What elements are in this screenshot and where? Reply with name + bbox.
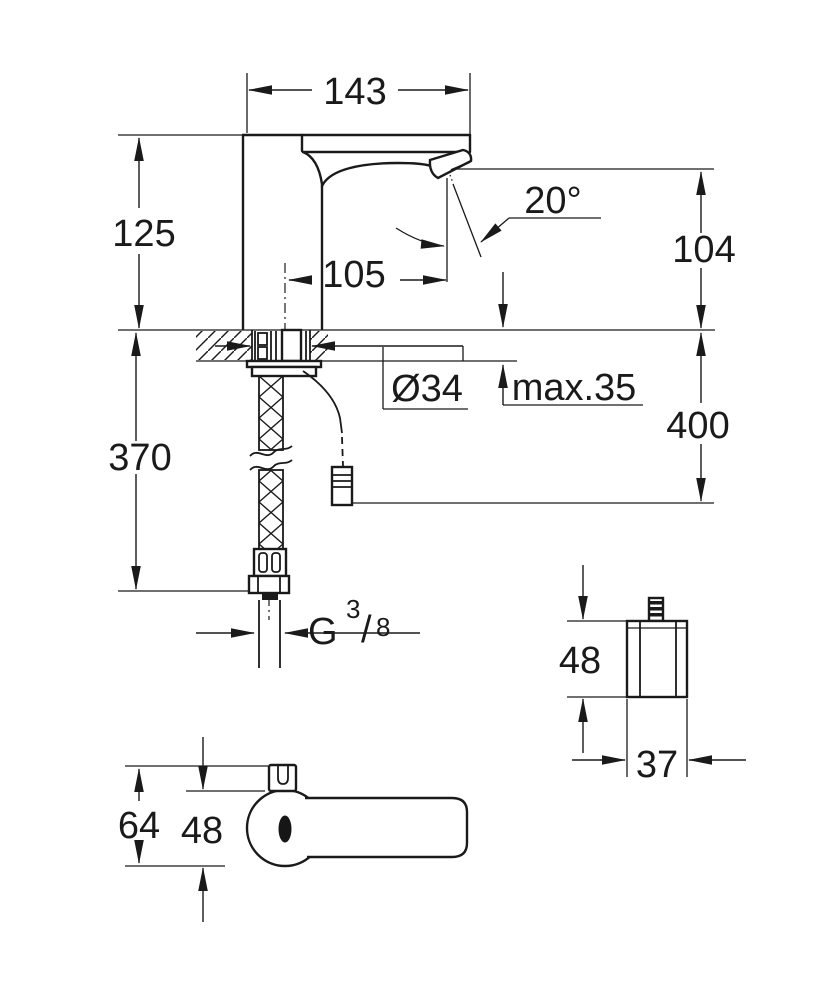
dim-hole-diameter: Ø34 — [215, 341, 468, 410]
dim-topview-body: 48 — [181, 737, 265, 922]
break-symbol — [249, 445, 293, 457]
sensor-window — [278, 815, 292, 843]
dim-box-width-label: 37 — [636, 744, 678, 786]
dim-cable-length: 400 — [666, 332, 730, 502]
dim-deck-thickness-label: max.35 — [512, 367, 637, 409]
spout-angle-annotation — [395, 174, 601, 282]
dim-top-width: 143 — [248, 71, 469, 113]
dim-outlet-reach: 105 — [288, 254, 447, 296]
hex-nut — [247, 574, 291, 595]
dim-outlet-height-label: 104 — [672, 229, 735, 271]
cable-plug — [330, 465, 354, 507]
supply-hose — [247, 375, 293, 668]
control-box-view: 48 37 — [559, 565, 746, 786]
top-view-handle — [305, 796, 469, 859]
dim-outlet-reach-label: 105 — [322, 254, 385, 296]
dim-thread-label: G 3 / 8 — [308, 594, 390, 653]
dim-box-height-label: 48 — [559, 640, 601, 682]
dim-hose-length: 370 — [108, 332, 172, 590]
dim-top-width-label: 143 — [323, 71, 386, 113]
dim-box-height: 48 — [559, 565, 626, 753]
dim-thread: G 3 / 8 — [196, 594, 420, 653]
dim-spout-angle-label: 20° — [524, 180, 581, 222]
sensor-cable — [302, 370, 354, 507]
dim-box-width: 37 — [572, 699, 746, 786]
dim-deck-thickness: max.35 — [498, 272, 643, 409]
dim-body-height: 125 — [112, 137, 176, 329]
dim-hose-length-label: 370 — [108, 437, 171, 479]
dim-topview-overall: 64 — [118, 765, 268, 867]
aerator-outlet — [428, 148, 473, 180]
mounting-shank — [245, 328, 323, 378]
dim-cable-length-label: 400 — [666, 405, 729, 447]
dim-hole-diameter-label: Ø34 — [391, 368, 463, 410]
thread-tip — [262, 593, 278, 600]
faucet-body — [241, 133, 473, 331]
dim-topview-overall-label: 64 — [118, 805, 160, 847]
top-view: 64 48 — [118, 737, 469, 922]
main-view: 143 125 20° 104 105 Ø34 — [108, 71, 736, 668]
dim-outlet-height: 104 — [672, 171, 736, 329]
control-box — [625, 619, 689, 699]
dim-body-height-label: 125 — [112, 213, 175, 255]
dim-topview-body-label: 48 — [181, 810, 223, 852]
top-view-tab — [267, 763, 298, 793]
